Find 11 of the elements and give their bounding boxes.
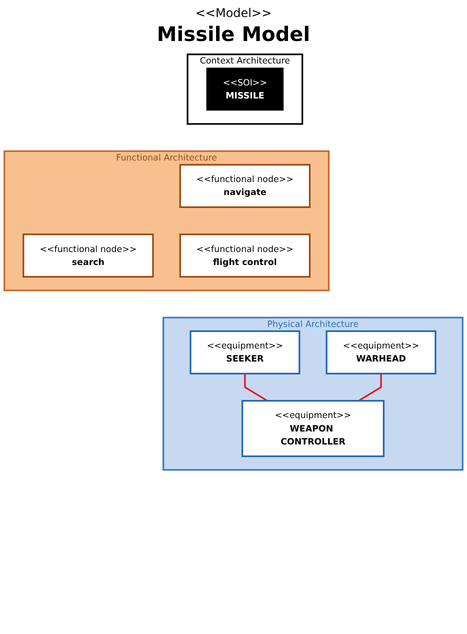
node-box: <<equipment>> WEAPON CONTROLLER bbox=[241, 400, 384, 458]
node-box: <<equipment>> WARHEAD bbox=[326, 330, 436, 374]
node-box: <<functional node>> navigate bbox=[179, 164, 311, 208]
node-box: <<equipment>> SEEKER bbox=[190, 330, 300, 374]
connector bbox=[358, 374, 382, 402]
node-box: <<functional node>> flight control bbox=[179, 234, 311, 278]
connector bbox=[244, 374, 268, 402]
diagram-title: Missile Model bbox=[156, 22, 310, 46]
node-box: <<SOI>> MISSILE bbox=[206, 68, 284, 111]
node-box: <<functional node>> search bbox=[22, 234, 154, 278]
stereotype-label: <<Model>> bbox=[195, 6, 272, 20]
